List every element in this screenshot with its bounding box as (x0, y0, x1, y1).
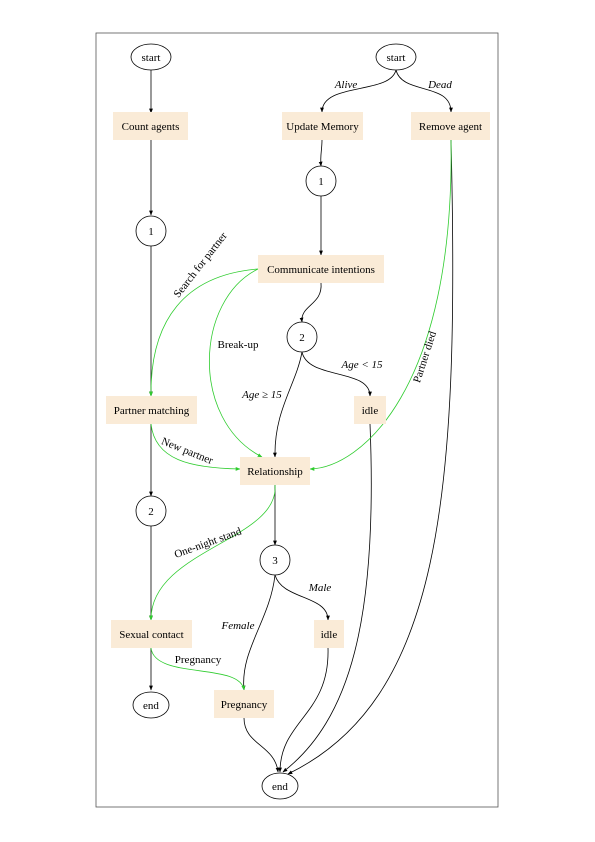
edge-remove-agent-to-end (287, 139, 454, 775)
communicate-intentions-box (258, 255, 384, 283)
label-age-lt-15: Age < 15 (340, 359, 383, 371)
label-break-up: Break-up (218, 339, 259, 351)
edge-2-to-relationship (272, 351, 303, 458)
label-age-ge-15: Age ≥ 15 (241, 389, 282, 401)
junction-left-1 (135, 215, 167, 247)
label-dead: Dead (427, 79, 452, 91)
edge-2-to-idle (301, 351, 372, 397)
edge-pregnancy-to-end (243, 717, 280, 773)
junction-right-2-label: 2 (299, 332, 305, 344)
edge-idle-male-to-end (278, 647, 329, 773)
edge-idle-to-end (282, 423, 372, 773)
label-partner-died: Partner died (411, 329, 439, 384)
end-left-node (132, 691, 170, 719)
edge-search-for-partner (149, 268, 259, 397)
idle-age-label: idle (362, 405, 379, 417)
update-memory-box (282, 112, 363, 140)
edge-partner-died (309, 139, 452, 471)
relationship-label: Relationship (247, 466, 303, 478)
partner-matching-label: Partner matching (114, 405, 190, 417)
label-female: Female (221, 620, 255, 632)
label-one-night-stand: One-night stand (173, 525, 244, 561)
junction-right-1 (305, 165, 337, 197)
label-search-for-partner: Search for partner (171, 230, 230, 300)
end-right-label: end (272, 781, 288, 793)
label-pregnancy-edge: Pregnancy (175, 654, 222, 666)
sexual-contact-label: Sexual contact (119, 629, 183, 641)
edge-one-night-stand (149, 484, 276, 621)
edge-start-to-remove-agent (395, 69, 453, 113)
junction-left-1-label: 1 (148, 226, 154, 238)
remove-agent-label: Remove agent (419, 121, 482, 133)
count-agents-box (113, 112, 188, 140)
count-agents-label: Count agents (122, 121, 180, 133)
edge-start-to-update-memory (320, 69, 397, 113)
partner-matching-box (106, 396, 197, 424)
label-male: Male (308, 582, 332, 594)
pregnancy-box (214, 690, 274, 718)
edges (149, 69, 454, 775)
edge-pregnancy (150, 647, 246, 691)
pregnancy-label: Pregnancy (221, 699, 268, 711)
edge-break-up (209, 268, 263, 458)
update-memory-label: Update Memory (286, 121, 359, 133)
start-right-label: start (387, 52, 406, 64)
end-left-label: end (143, 700, 159, 712)
junction-right-3-label: 3 (272, 555, 278, 567)
junction-left-2 (135, 495, 167, 527)
junction-right-1-label: 1 (318, 176, 324, 188)
label-alive: Alive (334, 79, 358, 91)
relationship-box (240, 457, 310, 485)
junction-right-3 (259, 544, 291, 576)
end-right-node (261, 772, 299, 800)
edge-update-memory-to-1 (318, 139, 323, 167)
communicate-intentions-label: Communicate intentions (267, 264, 375, 276)
idle-male-box (314, 620, 344, 648)
diagram-frame (95, 32, 499, 808)
nodes: start Count agents 1 Partner matching 2 … (106, 43, 490, 800)
edge-3-to-idle-male (274, 574, 330, 621)
sexual-contact-box (111, 620, 192, 648)
junction-left-2-label: 2 (148, 506, 154, 518)
start-left-label: start (142, 52, 161, 64)
edge-communicate-to-2 (299, 282, 322, 323)
remove-agent-box (411, 112, 490, 140)
edge-3-to-pregnancy (241, 574, 276, 691)
start-left-node (130, 43, 172, 71)
idle-age-box (354, 396, 386, 424)
idle-male-label: idle (321, 629, 338, 641)
edge-labels: Alive Dead Search for partner Break-up A… (160, 79, 453, 666)
edge-new-partner (150, 423, 241, 471)
junction-right-2 (286, 321, 318, 353)
start-right-node (375, 43, 417, 71)
